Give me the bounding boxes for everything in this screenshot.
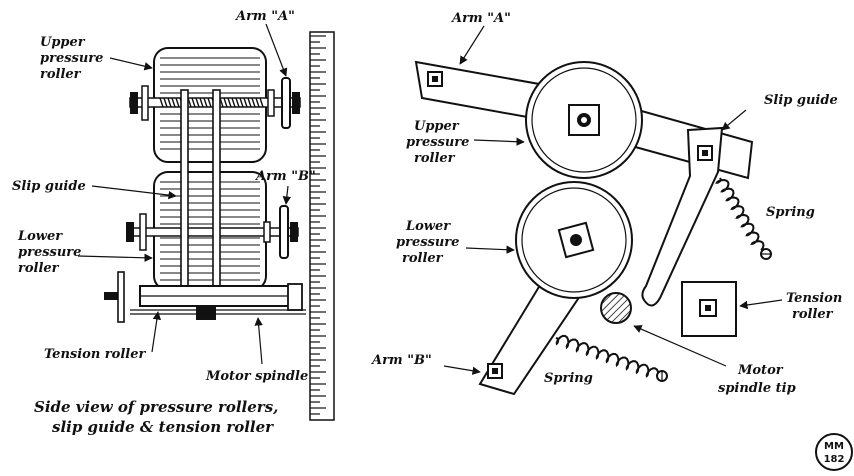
motor-spindle-tip <box>600 292 632 324</box>
label-right-slip-guide: Slip guide <box>764 93 838 108</box>
label-right-motor-spindle-tip: Motor spindle tip <box>718 363 796 396</box>
lower-roller-front <box>515 181 633 299</box>
label-right-lower-pressure-roller: Lower pressure roller <box>396 219 464 266</box>
upper-roller-front <box>525 61 643 179</box>
tension-roller-side <box>104 271 306 323</box>
slip-guide-arm <box>641 126 724 307</box>
label-left-lower-pressure-roller: Lower pressure roller <box>17 229 86 276</box>
label-right-arm-a: Arm "A" <box>450 11 511 26</box>
label-left-tension-roller: Tension roller <box>44 347 146 362</box>
label-left-arm-b: Arm "B" <box>254 169 316 184</box>
tension-roller-front <box>681 281 737 337</box>
scale-ruler <box>309 31 335 421</box>
svg-text:MM: MM <box>824 441 844 452</box>
side-view: Upper pressure roller Arm "A" Arm "B" Sl… <box>12 9 335 436</box>
label-left-arm-a: Arm "A" <box>234 9 295 24</box>
label-right-spring-top: Spring <box>766 205 815 220</box>
label-right-tension-roller: Tension roller <box>786 291 847 322</box>
svg-text:182: 182 <box>824 454 845 465</box>
label-right-arm-b: Arm "B" <box>370 353 432 368</box>
front-view: Arm "A" Slip guide Upper pressure roller… <box>370 11 847 396</box>
label-left-slip-guide: Slip guide <box>12 179 86 194</box>
spring-top <box>715 177 772 260</box>
spring-bottom <box>555 334 668 382</box>
label-right-spring-bottom: Spring <box>544 371 593 386</box>
label-left-upper-pressure-roller: Upper pressure roller <box>40 35 108 82</box>
label-left-motor-spindle: Motor spindle <box>205 369 308 384</box>
side-view-caption: Side view of pressure rollers, slip guid… <box>34 398 284 436</box>
mm-badge: MM 182 <box>815 433 853 471</box>
label-right-upper-pressure-roller: Upper pressure roller <box>406 119 474 166</box>
